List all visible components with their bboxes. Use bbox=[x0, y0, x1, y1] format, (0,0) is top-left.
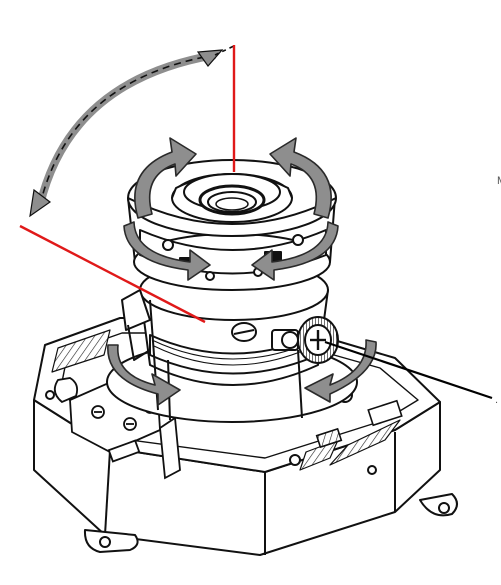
focus-knob bbox=[271, 316, 339, 364]
rotation-arrow-bottom-left bbox=[107, 344, 181, 406]
rotation-arrows bbox=[107, 137, 377, 406]
rotation-arrow-left-lower bbox=[123, 221, 211, 281]
tilt-arc-arrow bbox=[29, 44, 237, 218]
edge-text-right-top: M bbox=[497, 176, 501, 187]
tilt-arc-arrowhead-bottom bbox=[29, 188, 52, 218]
edge-text-right-bottom: . bbox=[495, 394, 499, 406]
axis-lines bbox=[19, 45, 236, 324]
rotation-arrow-top-left bbox=[134, 137, 197, 219]
lens-head bbox=[127, 159, 337, 291]
rotation-arrow-right-lower bbox=[251, 221, 339, 281]
side-connector bbox=[315, 399, 403, 449]
tilted-axis-line bbox=[19, 224, 206, 324]
tilt-arc-arrowhead-top bbox=[196, 49, 224, 67]
rotation-arrow-top-right bbox=[269, 137, 332, 219]
focus-knob-pointer-line bbox=[324, 340, 493, 400]
